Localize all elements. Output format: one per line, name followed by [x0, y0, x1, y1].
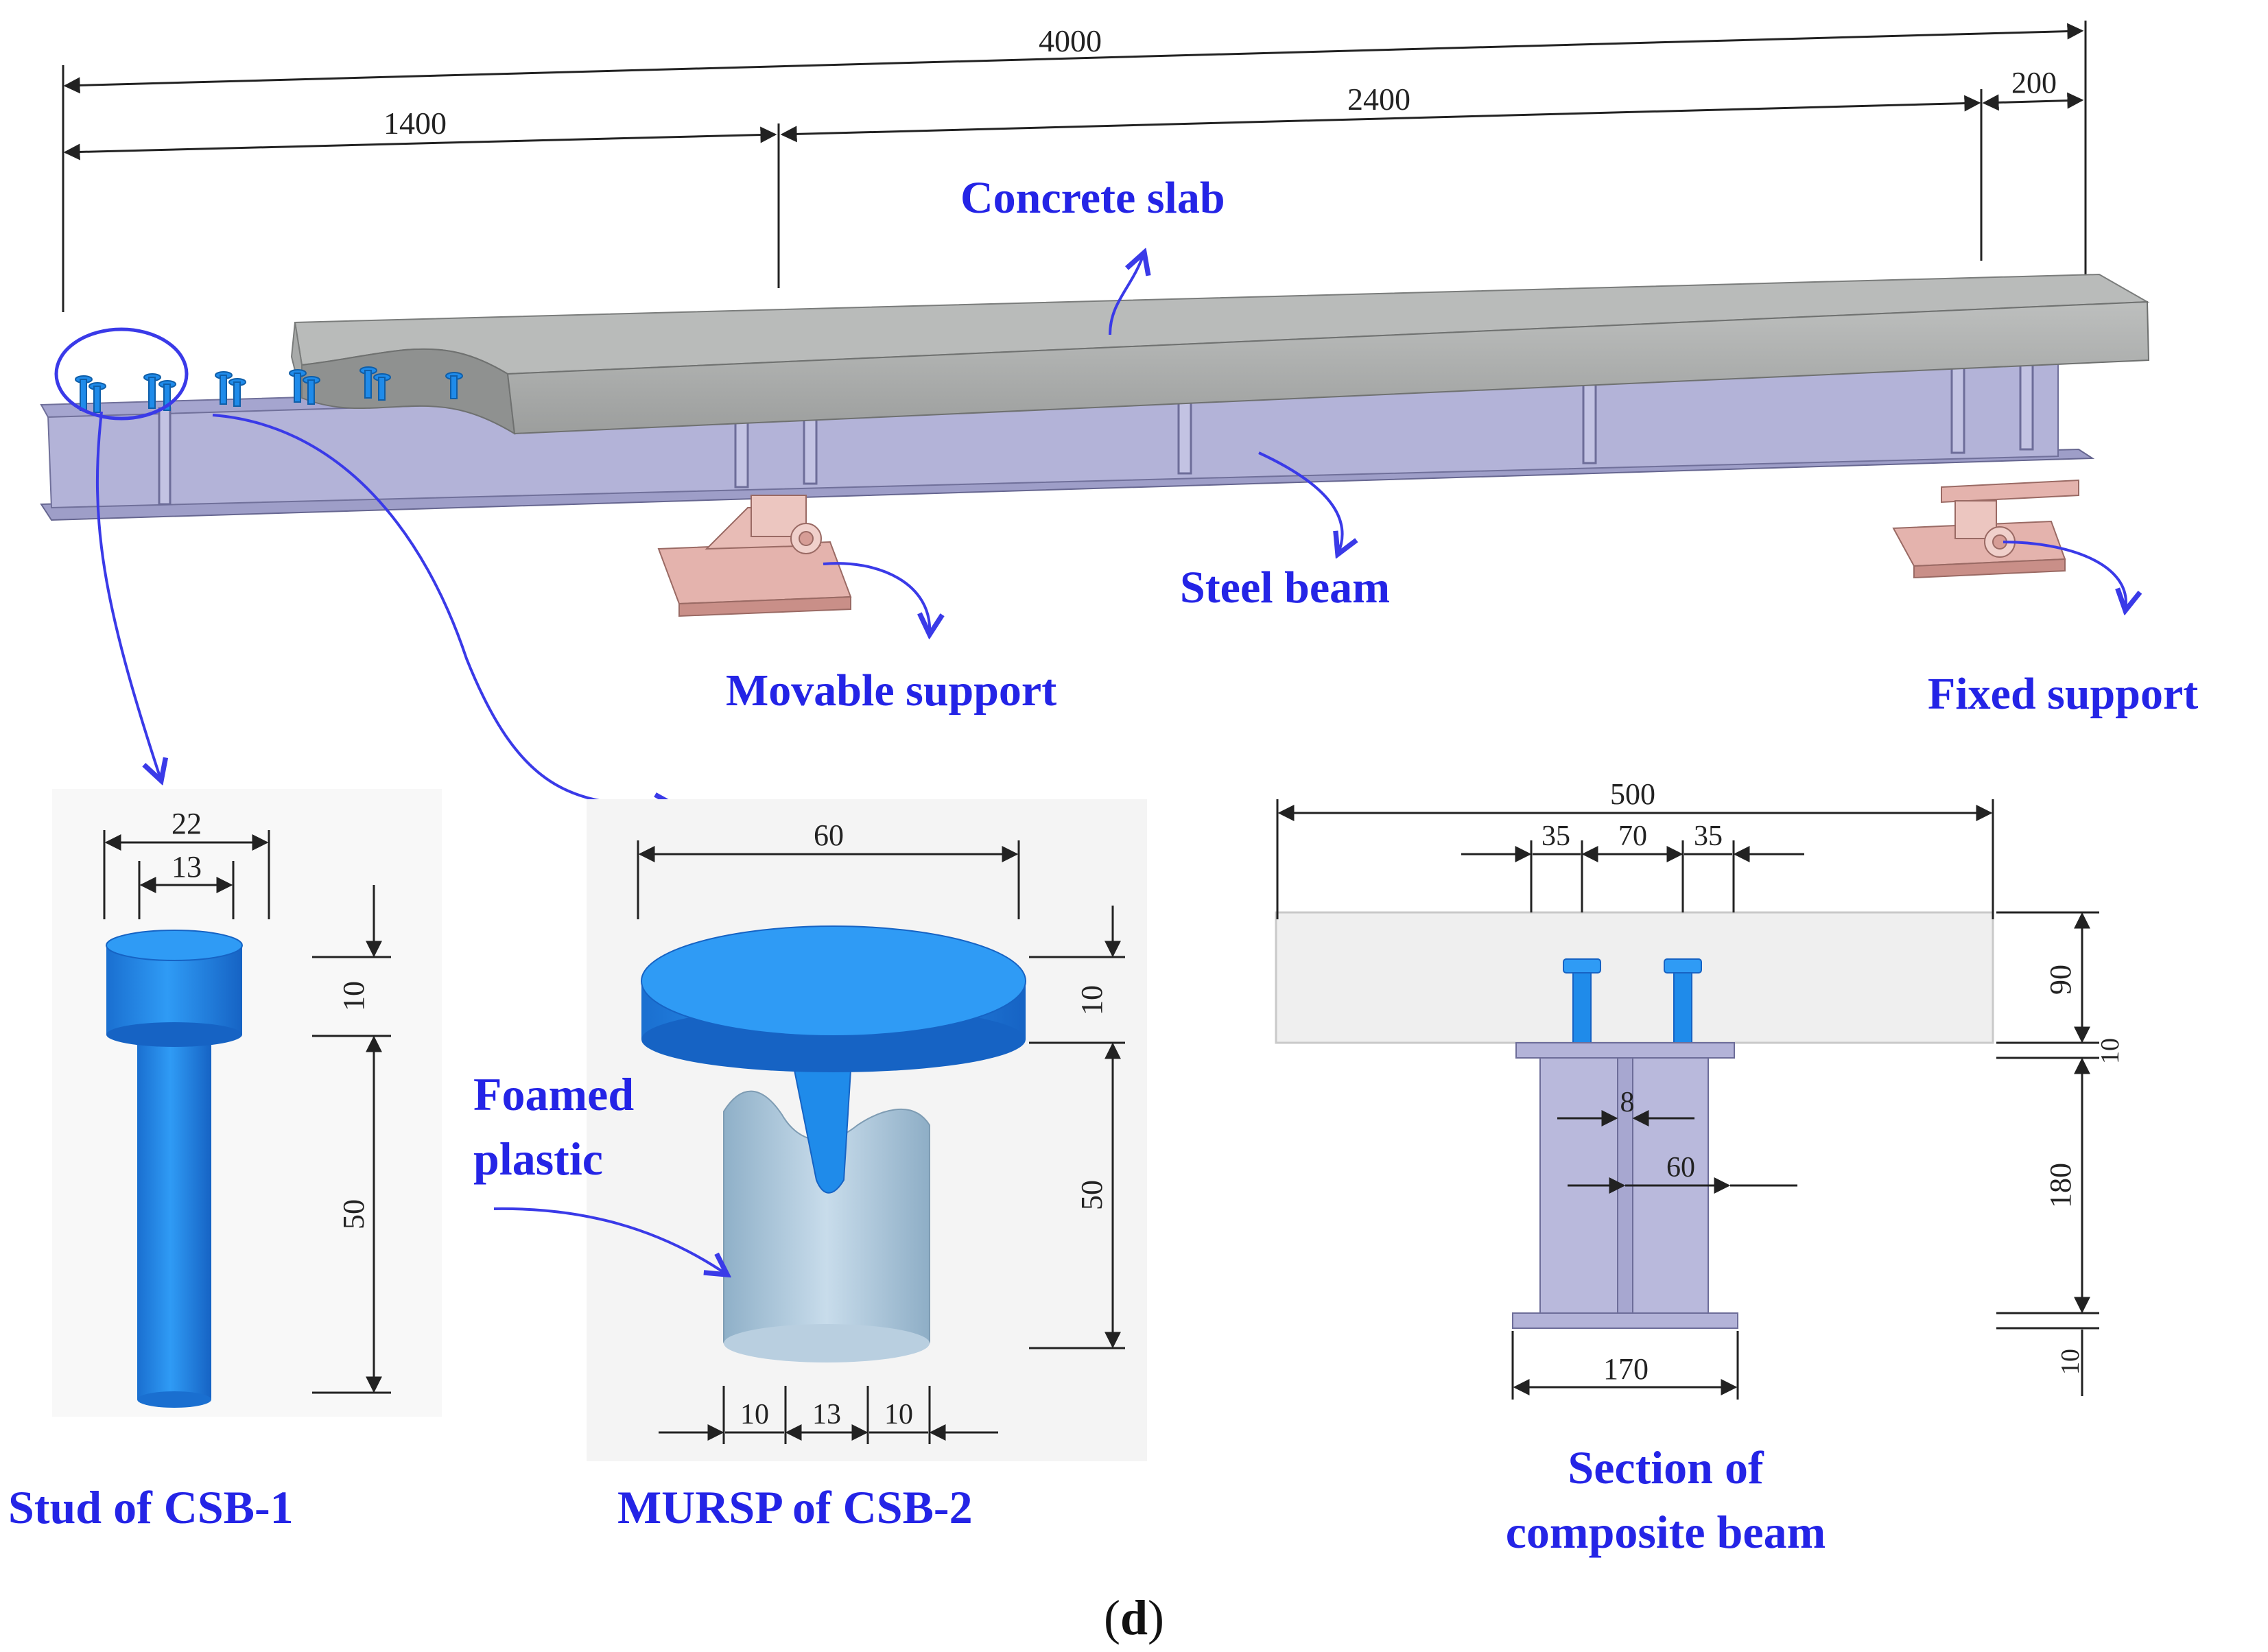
- label-foamed: Foamed: [473, 1068, 634, 1120]
- dim-section-gap: 10: [2096, 1038, 2125, 1064]
- dim-stud-head-dia: 22: [172, 807, 202, 840]
- caption-section-line2: composite beam: [1506, 1506, 1826, 1558]
- dim-section-half-flange: 60: [1666, 1152, 1695, 1183]
- dim-mursp-b3: 10: [884, 1399, 913, 1430]
- dim-section-slab-height: 90: [2044, 965, 2077, 995]
- dim-mursp-body-height: 50: [1075, 1180, 1109, 1210]
- dim-mursp-b1: 10: [740, 1399, 769, 1430]
- dim-section-s3: 35: [1694, 821, 1723, 852]
- movable-support: [657, 495, 852, 617]
- dim-stud-head-height: 10: [337, 981, 370, 1011]
- label-movable-support: Movable support: [726, 665, 1056, 716]
- dim-total-length: 4000: [1039, 23, 1102, 58]
- caption-stud-csb1: Stud of CSB-1: [8, 1481, 294, 1533]
- overview-dimensions: 4000 1400 2400 200: [62, 21, 2087, 312]
- dim-mursp-head-dia: 60: [814, 818, 844, 852]
- label-plastic: plastic: [473, 1133, 603, 1185]
- dim-stud-shank-height: 50: [337, 1199, 370, 1229]
- section-detail: 500 35 70 35 90 10 180 10 8 60: [1275, 777, 2125, 1558]
- dim-section-slab-width: 500: [1610, 777, 1655, 811]
- dim-section-s1: 35: [1541, 821, 1570, 852]
- label-steel-beam: Steel beam: [1180, 563, 1390, 613]
- dim-section-web-thickness: 8: [1620, 1087, 1635, 1118]
- dim-stud-shank-dia: 13: [172, 850, 202, 884]
- dim-section-flange-width: 170: [1603, 1352, 1649, 1386]
- caption-section-line1: Section of: [1568, 1441, 1764, 1494]
- label-fixed-support: Fixed support: [1928, 669, 2198, 719]
- dim-mursp-b2: 13: [812, 1399, 841, 1430]
- caption-mursp-csb2: MURSP of CSB-2: [617, 1481, 973, 1533]
- figure-label: (d): [1104, 1590, 1164, 1645]
- dim-right-span: 200: [2011, 66, 2057, 99]
- dim-section-flange-height: 10: [2056, 1349, 2085, 1375]
- overview-labels: Concrete slab Steel beam Movable support…: [54, 173, 2198, 806]
- concrete-slab-3d: [290, 273, 2150, 435]
- dim-left-span: 1400: [383, 106, 447, 141]
- label-concrete-slab: Concrete slab: [960, 173, 1225, 223]
- dim-mursp-head-height: 10: [1075, 985, 1109, 1015]
- mursp-csb2-detail: 60 10 50 10 13 10 Foamed plastic MURSP o…: [473, 799, 1147, 1533]
- fixed-support: [1892, 479, 2079, 579]
- dim-section-s2: 70: [1618, 821, 1647, 852]
- beam-studs: [75, 366, 463, 413]
- stud-csb1-detail: 22 13 10 50 Stud of CSB-1: [8, 789, 442, 1533]
- dim-section-web-height: 180: [2044, 1163, 2077, 1208]
- dim-middle-span: 2400: [1347, 82, 1410, 117]
